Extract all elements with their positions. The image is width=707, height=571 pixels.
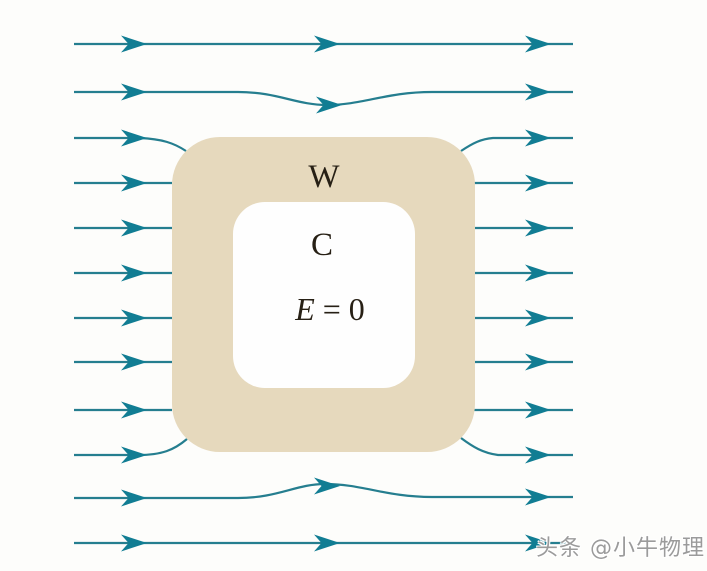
field-lines <box>74 42 573 545</box>
field-line <box>460 437 573 457</box>
arrow-icon <box>314 477 340 495</box>
wall-label: W <box>308 159 340 195</box>
cavity <box>233 202 415 388</box>
field-line <box>460 136 573 152</box>
cavity-label: C <box>310 227 333 263</box>
watermark: 头条 @小牛物理 <box>536 536 705 561</box>
field-value: = 0 <box>322 291 365 327</box>
field-equation: E= 0 <box>258 293 402 325</box>
field-symbol: E <box>295 291 315 327</box>
